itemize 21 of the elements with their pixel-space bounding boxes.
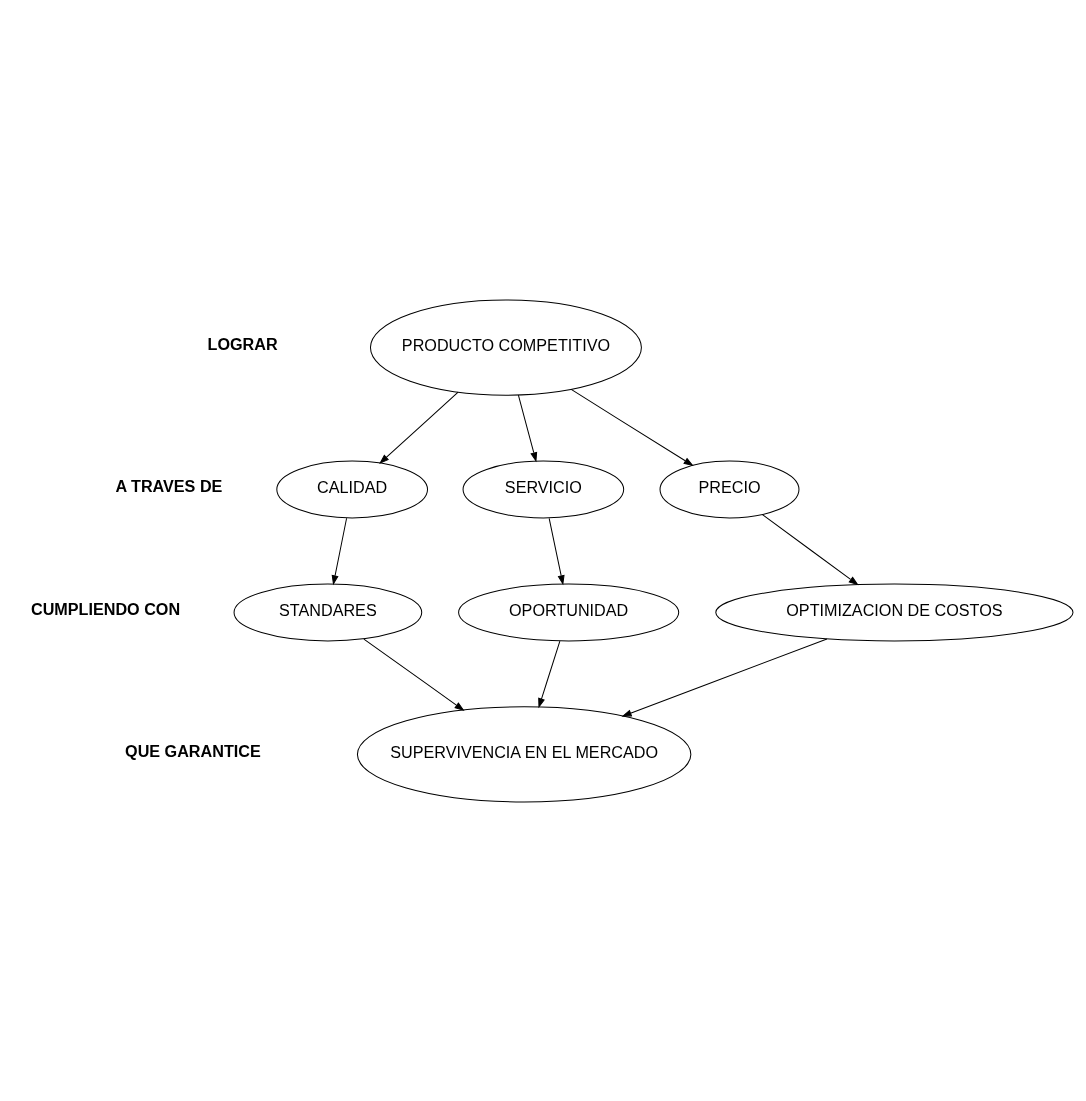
node-ellipse: STANDARES (233, 583, 423, 641)
arrow (331, 517, 348, 585)
arrow (363, 638, 465, 711)
arrow (761, 513, 859, 585)
label: CUMPLIENDO CON (30, 599, 181, 618)
arrow (621, 638, 828, 717)
label: LOGRAR (207, 334, 278, 353)
arrow (517, 394, 538, 462)
label: QUE GARANTICE (125, 741, 261, 760)
node-ellipse: SERVICIO (462, 460, 625, 518)
node-ellipse: OPORTUNIDAD (458, 583, 680, 641)
label: A TRAVES DE (115, 476, 223, 495)
node-ellipse: OPTIMIZACION DE COSTOS (715, 583, 1074, 641)
arrow (548, 517, 565, 585)
arrow (538, 640, 561, 708)
node-ellipse: PRECIO (659, 460, 800, 518)
node-ellipse: CALIDAD (276, 460, 429, 518)
arrow (570, 388, 694, 466)
node-ellipse: PRODUCTO COMPETITIVO (369, 299, 642, 396)
arrow (379, 391, 459, 464)
node-ellipse: SUPERVIVENCIA EN EL MERCADO (356, 705, 692, 802)
